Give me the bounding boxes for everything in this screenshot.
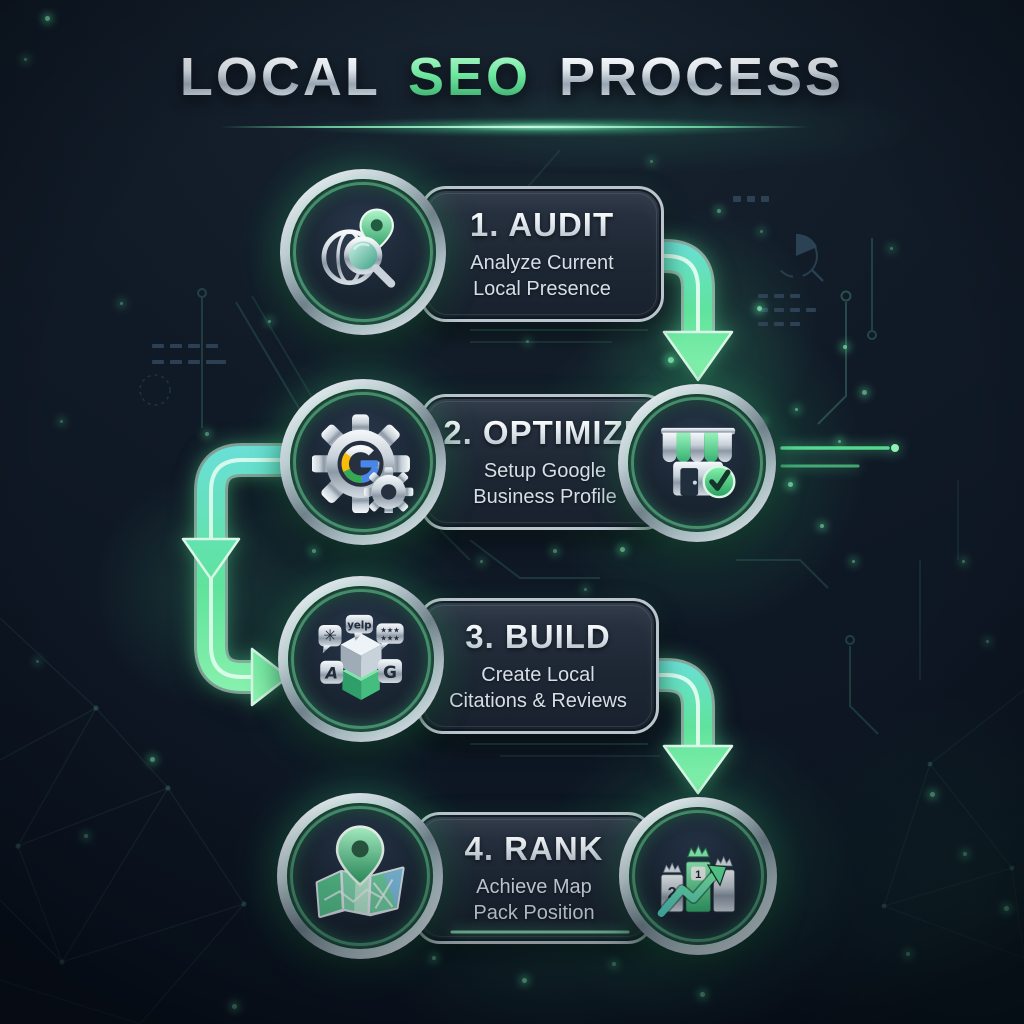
svg-text:1: 1 [695, 869, 701, 881]
a-tile-icon: A [320, 660, 344, 684]
gear-google-icon [311, 414, 414, 514]
citation-apps-icon: ✳ yelp ★★★ ★★★ A [318, 614, 404, 700]
storefront-check-icon [660, 427, 736, 499]
svg-text:yelp: yelp [347, 620, 371, 631]
title-word-seo: SEO [407, 47, 531, 107]
yelp-burst-icon: ✳ [318, 624, 342, 654]
badge-podium: 2 1 [619, 797, 777, 955]
map-pin-icon [315, 825, 405, 918]
svg-text:★★★: ★★★ [380, 633, 399, 642]
page-title: LOCAL SEO PROCESS [0, 50, 1024, 104]
cubes-icon [340, 633, 382, 700]
google-tile-icon: G [378, 659, 402, 683]
svg-text:A: A [323, 664, 338, 683]
awning-icon [662, 432, 732, 462]
badge-storefront [618, 384, 776, 542]
title-word-process: PROCESS [559, 47, 845, 107]
badge-audit [280, 169, 446, 335]
badge-optimize-gear [280, 379, 446, 545]
rank-podium-icon: 2 1 [655, 844, 735, 919]
globe-search-pin-icon [321, 208, 396, 288]
svg-text:G: G [383, 663, 397, 683]
svg-text:✳: ✳ [323, 626, 337, 645]
title-word-local: LOCAL [179, 47, 380, 107]
badge-map [277, 793, 443, 959]
badge-build: ✳ yelp ★★★ ★★★ A [278, 576, 444, 742]
